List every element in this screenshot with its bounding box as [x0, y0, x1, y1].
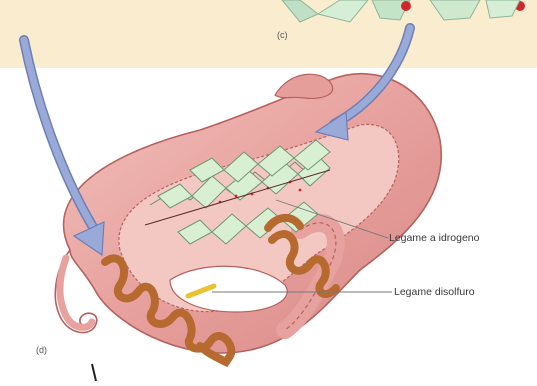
stray-mark [92, 364, 96, 381]
protein-ribbon [55, 74, 441, 353]
panel-d-label: (d) [36, 345, 47, 355]
panel-c-label: (c) [277, 30, 288, 40]
hydrogen-bond-label: Legame a idrogeno [389, 232, 480, 244]
disulfide-bond-label: Legame disolfuro [394, 286, 475, 298]
